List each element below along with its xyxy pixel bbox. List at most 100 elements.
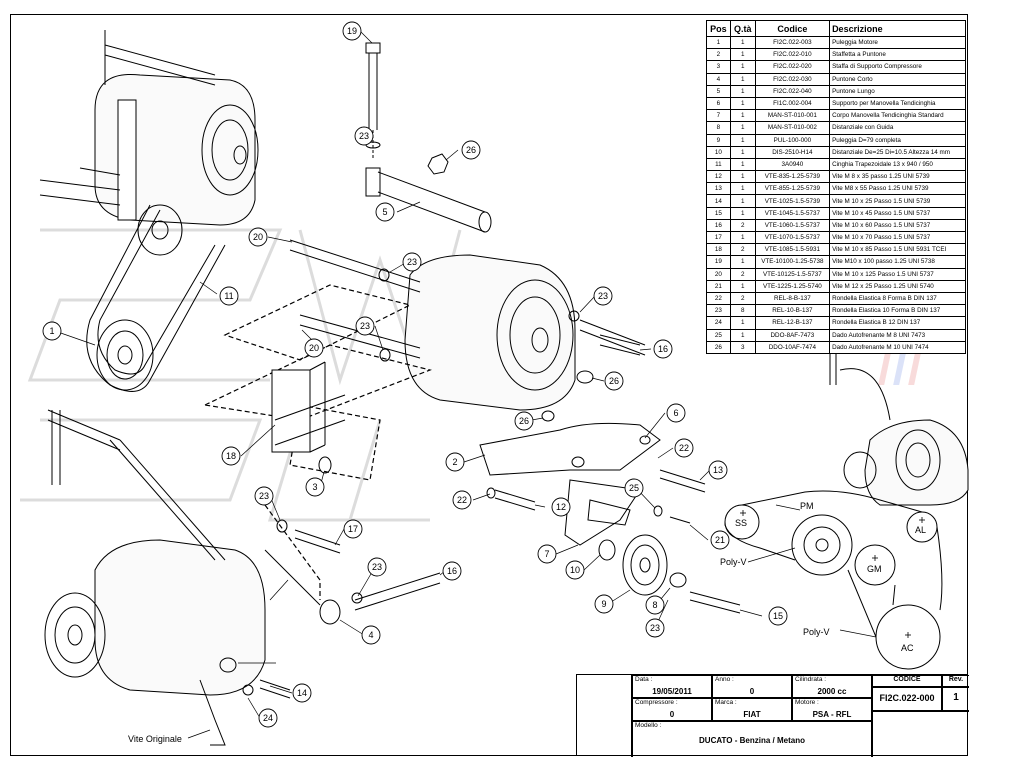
- part-code: VTE-1070-1.5-5737: [754, 230, 831, 245]
- callout-balloon: [305, 477, 325, 497]
- callout-balloon: [645, 618, 665, 638]
- part-code: REL-8-B-137: [754, 291, 831, 306]
- part-pos: 5: [706, 84, 731, 98]
- callout-number: 8: [652, 600, 657, 610]
- part-pos: 1: [706, 35, 731, 50]
- part-qty: 1: [729, 84, 756, 98]
- compressor-center: [289, 239, 646, 411]
- label-poly-v-upper: Poly-V: [720, 557, 747, 567]
- callout-number: 23: [360, 321, 370, 331]
- part-desc: Puleggia Motore: [829, 35, 966, 50]
- callout-balloon: [537, 544, 557, 564]
- part-qty: 2: [729, 218, 756, 233]
- callout-number: 21: [715, 535, 725, 545]
- tb-modello: Modello : DUCATO - Benzina / Metano: [632, 721, 872, 757]
- tb-data-value: 19/05/2011: [652, 687, 692, 696]
- callout-balloon: [342, 21, 362, 41]
- callout-number: 2: [452, 457, 457, 467]
- part-pos: 3: [706, 60, 731, 74]
- tensioner-pulley-9: [598, 534, 741, 614]
- callout-number: 1: [49, 326, 54, 336]
- part-code: VTE-1225-1.25-5740: [754, 279, 831, 293]
- tb-cilindrata-label: Cilindrata :: [795, 676, 827, 683]
- engine-pulley-belt: [86, 204, 226, 392]
- tb-rev-value: 1: [953, 692, 959, 703]
- callout-number: 15: [773, 611, 783, 621]
- parts-table-header: Pos Q.tà Codice Descrizione: [706, 20, 966, 37]
- part-qty: 1: [729, 96, 756, 111]
- label-ss: SS: [735, 518, 747, 528]
- part-desc: Vite M 10 x 85 Passo 1.5 UNI 5931 TCEI: [829, 243, 966, 257]
- callout-number: 16: [658, 344, 668, 354]
- part-desc: Staffa di Supporto Compressore: [829, 60, 966, 74]
- tb-marca: Marca : FIAT: [712, 698, 792, 721]
- belt-routing-diagram: [724, 345, 969, 670]
- callout-balloon: [442, 561, 462, 581]
- part-code: REL-10-B-137: [754, 304, 831, 318]
- part-pos: 9: [706, 133, 731, 147]
- part-code: VTE-10100-1.25-5738: [754, 255, 831, 269]
- tb-codice: FI2C.022-000: [872, 687, 942, 711]
- part-pos: 22: [706, 291, 731, 306]
- part-qty: 1: [729, 60, 756, 74]
- tb-rev-label: Rev.: [948, 676, 964, 683]
- part-qty: 1: [729, 316, 756, 330]
- callout-number: 9: [601, 599, 606, 609]
- part-desc: Vite M 10 x 125 Passo 1.5 UNI 5737: [829, 267, 966, 281]
- tb-blank: [872, 711, 969, 757]
- callout-balloon: [221, 446, 241, 466]
- part-code: VTE-855-1.25-5739: [754, 182, 831, 196]
- part-code: VTE-10125-1.5-5737: [754, 267, 831, 281]
- callout-number: 7: [544, 549, 549, 559]
- callout-number: 23: [259, 491, 269, 501]
- part-pos: 24: [706, 316, 731, 330]
- tb-modello-label: Modello :: [635, 722, 662, 729]
- tb-marca-label: Marca :: [715, 699, 737, 706]
- tb-cilindrata: Cilindrata : 2000 cc: [792, 675, 872, 698]
- part-code: FI2C.022-010: [754, 48, 831, 62]
- part-qty: 1: [729, 182, 756, 196]
- part-code: FI2C.022-020: [754, 60, 831, 74]
- part-qty: 2: [729, 267, 756, 281]
- callout-balloon: [361, 625, 381, 645]
- callout-number: 13: [713, 465, 723, 475]
- callout-balloon: [461, 140, 481, 160]
- part-code: FI2C.022-030: [754, 72, 831, 86]
- col-pos-header: Pos: [706, 20, 731, 37]
- part-code: MAN-ST-010-002: [754, 121, 831, 135]
- tb-rev-header: Rev.: [942, 675, 969, 687]
- part-desc: Vite M 10 x 60 Passo 1.5 UNI 5737: [829, 218, 966, 233]
- part-qty: 1: [729, 255, 756, 269]
- part-desc: Puntone Lungo: [829, 84, 966, 98]
- tb-data-label: Data :: [635, 676, 653, 683]
- callout-balloon: [258, 708, 278, 728]
- part-qty: 2: [729, 291, 756, 306]
- callout-balloon: [248, 227, 268, 247]
- part-pos: 8: [706, 121, 731, 135]
- callout-balloon: [594, 594, 614, 614]
- part-pos: 2: [706, 48, 731, 62]
- callout-number: 23: [598, 291, 608, 301]
- callout-number: 25: [629, 483, 639, 493]
- callout-number: 26: [466, 145, 476, 155]
- callout-number: 23: [407, 257, 417, 267]
- part-desc: Cinghia Trapezoidale 13 x 940 / 950: [829, 157, 966, 172]
- part-desc: Corpo Manovella Tendicinghia Standard: [829, 109, 966, 123]
- part-pos: 17: [706, 230, 731, 245]
- callout-number: 23: [650, 623, 660, 633]
- callout-number: 24: [263, 713, 273, 723]
- part-desc: Distanziale con Guida: [829, 121, 966, 135]
- part-desc: Staffetta a Puntone: [829, 48, 966, 62]
